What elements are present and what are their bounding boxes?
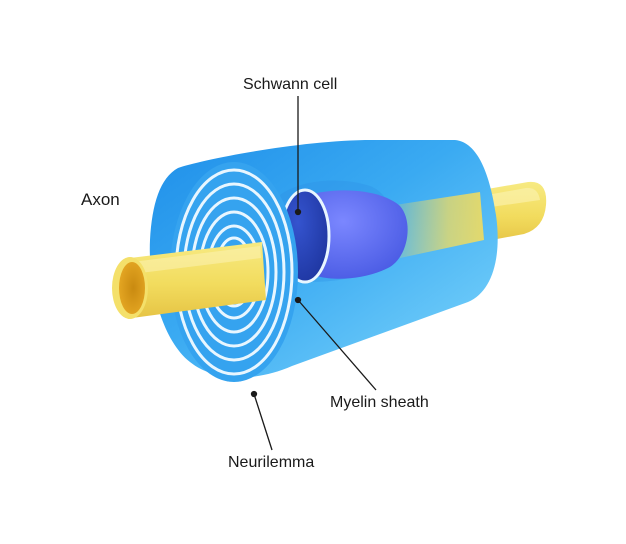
myelin-sheath-label: Myelin sheath bbox=[330, 394, 429, 411]
leader-lines bbox=[250, 96, 377, 451]
neurilemma-label: Neurilemma bbox=[228, 454, 315, 471]
neurilemma-leader bbox=[253, 393, 273, 451]
schwann-cell-label: Schwann cell bbox=[243, 76, 338, 93]
axon-cut-end-inner bbox=[119, 262, 145, 314]
myelin-sheath-leader bbox=[297, 299, 377, 391]
axon-inside-sheath bbox=[395, 192, 484, 258]
axon-left-highlight bbox=[132, 246, 261, 274]
axon-label: Axon bbox=[81, 190, 120, 209]
